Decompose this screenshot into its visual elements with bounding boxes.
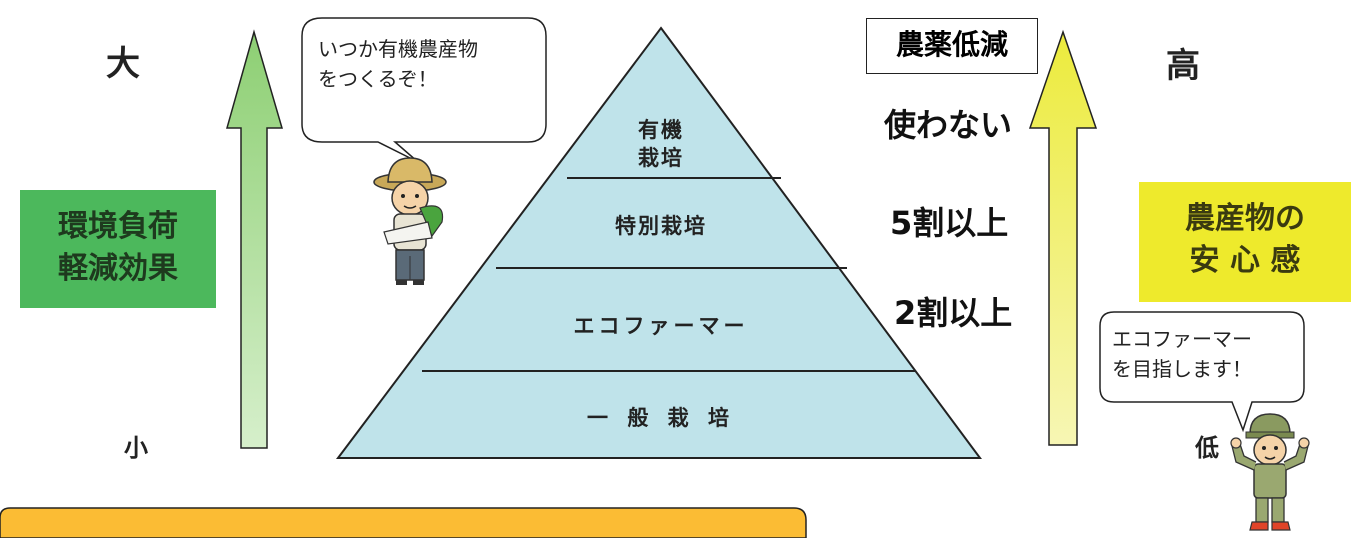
right-scale-top-label: 高: [1166, 46, 1200, 86]
reduction-level-none: 使わない: [884, 106, 1013, 144]
environment-arrow: [226, 29, 283, 449]
left-scale-top-label: 大: [106, 44, 140, 84]
safety-arrow: [1028, 29, 1098, 446]
pesticide-reduction-header: 農薬低減: [866, 18, 1038, 74]
environment-effect-line2: 軽減効果: [58, 251, 178, 286]
pyramid-tier-general: 一 般 栽 培: [587, 406, 735, 430]
right-scale-bottom-label: 低: [1195, 434, 1219, 462]
environment-effect-line1: 環境負荷: [58, 209, 178, 244]
speech-bubble-top: [301, 17, 547, 163]
reduction-level-50: 5割以上: [890, 204, 1009, 242]
produce-safety-box: 農産物の 安 心 感: [1139, 182, 1351, 302]
bottom-banner: [0, 507, 807, 538]
farmer-illustration-right: [1230, 413, 1310, 531]
pyramid: [335, 26, 982, 459]
pyramid-tier-special: 特別栽培: [615, 214, 707, 238]
speech-bubble-bottom: [1099, 311, 1305, 433]
pyramid-tier-organic: 有機 栽培: [638, 118, 684, 170]
speech-bottom-text: エコファーマー を目指します！: [1112, 327, 1252, 381]
environment-effect-box: 環境負荷 軽減効果: [20, 190, 216, 308]
pyramid-tier-ecofarmer: エコファーマー: [573, 314, 749, 338]
farmer-illustration-left: [373, 157, 447, 285]
speech-top-text: いつか有機農産物 をつくるぞ！: [318, 37, 478, 91]
produce-safety-line1: 農産物の: [1185, 201, 1305, 236]
left-scale-bottom-label: 小: [124, 434, 148, 462]
produce-safety-line2: 安 心 感: [1189, 243, 1301, 278]
reduction-level-20: 2割以上: [894, 294, 1013, 332]
